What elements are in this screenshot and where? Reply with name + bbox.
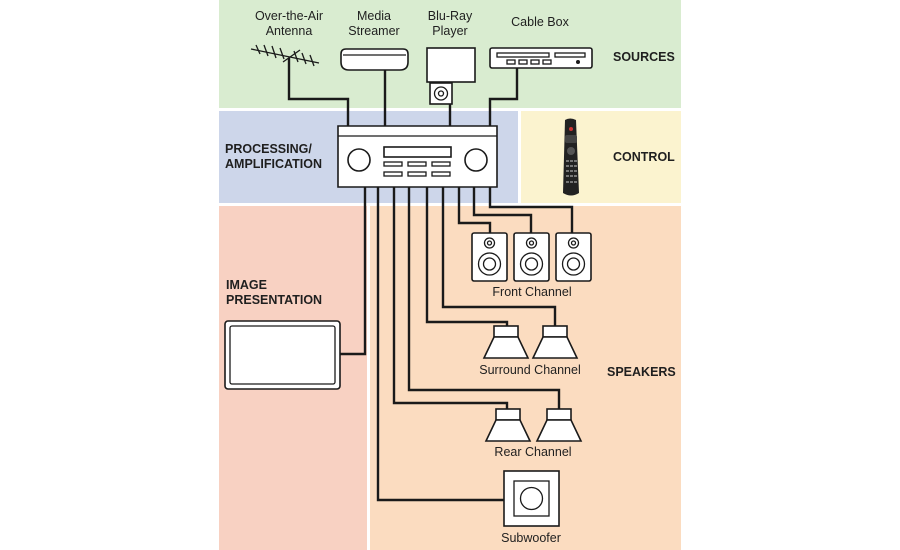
front-speaker-left — [471, 232, 508, 282]
remote-control-icon — [563, 118, 579, 196]
subwoofer-icon — [503, 470, 560, 527]
front-channel-caption: Front Channel — [492, 285, 571, 299]
surround-speaker-left — [482, 325, 530, 359]
media-streamer-icon — [340, 48, 409, 71]
sources-label: SOURCES — [613, 50, 675, 64]
image-label-line1: IMAGE — [226, 278, 267, 292]
antenna-caption-line1: Over-the-Air — [255, 9, 323, 23]
control-zone — [521, 111, 681, 203]
bluray-player-icon — [426, 47, 476, 105]
bluray-caption-line1: Blu-Ray — [428, 9, 473, 23]
tv-screen-icon — [224, 320, 341, 390]
antenna-icon — [250, 44, 320, 67]
cable-box-icon — [489, 47, 593, 69]
rear-speaker-right — [535, 408, 583, 442]
speakers-label: SPEAKERS — [607, 365, 676, 379]
image-label-line2: PRESENTATION — [226, 293, 322, 307]
rear-channel-caption: Rear Channel — [494, 445, 571, 459]
cablebox-caption: Cable Box — [511, 15, 569, 29]
streamer-caption-line2: Streamer — [348, 24, 399, 38]
front-speaker-right — [555, 232, 592, 282]
streamer-caption-line1: Media — [357, 9, 391, 23]
control-label: CONTROL — [613, 150, 675, 164]
bluray-caption-line2: Player — [432, 24, 467, 38]
processing-label-line2: AMPLIFICATION — [225, 157, 322, 171]
surround-channel-caption: Surround Channel — [479, 363, 580, 377]
av-receiver-icon — [337, 125, 498, 188]
processing-label-line1: PROCESSING/ — [225, 142, 312, 156]
subwoofer-caption: Subwoofer — [501, 531, 561, 545]
rear-speaker-left — [484, 408, 532, 442]
front-speaker-center — [513, 232, 550, 282]
surround-speaker-right — [531, 325, 579, 359]
antenna-caption-line2: Antenna — [266, 24, 313, 38]
